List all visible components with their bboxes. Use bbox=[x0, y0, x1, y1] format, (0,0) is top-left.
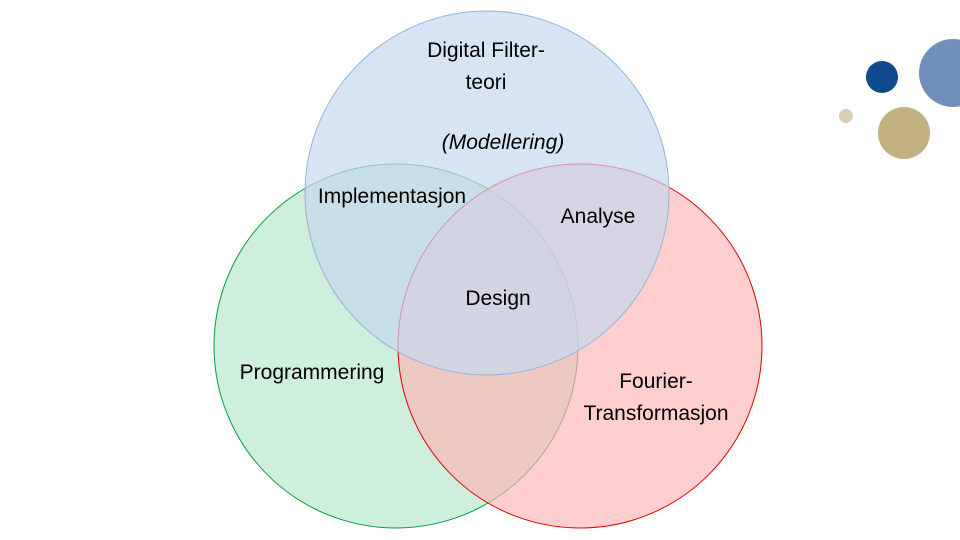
label-digital-filter-line2: teori bbox=[465, 70, 507, 94]
label-fourier-transformasjon: Fourier- Transformasjon bbox=[568, 366, 744, 429]
label-analyse: Analyse bbox=[560, 205, 636, 228]
decor-dot-light-blue bbox=[919, 39, 960, 107]
circle-digital-filter-teori bbox=[304, 10, 670, 376]
label-digital-filter-teori: Digital Filter- teori bbox=[400, 35, 572, 98]
label-programmering: Programmering bbox=[239, 361, 385, 384]
label-design: Design bbox=[465, 287, 531, 310]
label-fourier-line2: Transformasjon bbox=[583, 401, 729, 425]
label-modellering: (Modellering) bbox=[441, 131, 565, 154]
label-fourier-line1: Fourier- bbox=[619, 370, 693, 393]
decor-dot-gold bbox=[878, 107, 930, 159]
label-digital-filter-line1: Digital Filter- bbox=[427, 39, 545, 62]
decor-dot-dark-blue bbox=[866, 61, 898, 93]
label-implementasjon: Implementasjon bbox=[317, 185, 467, 208]
decor-dot-small bbox=[839, 109, 853, 123]
